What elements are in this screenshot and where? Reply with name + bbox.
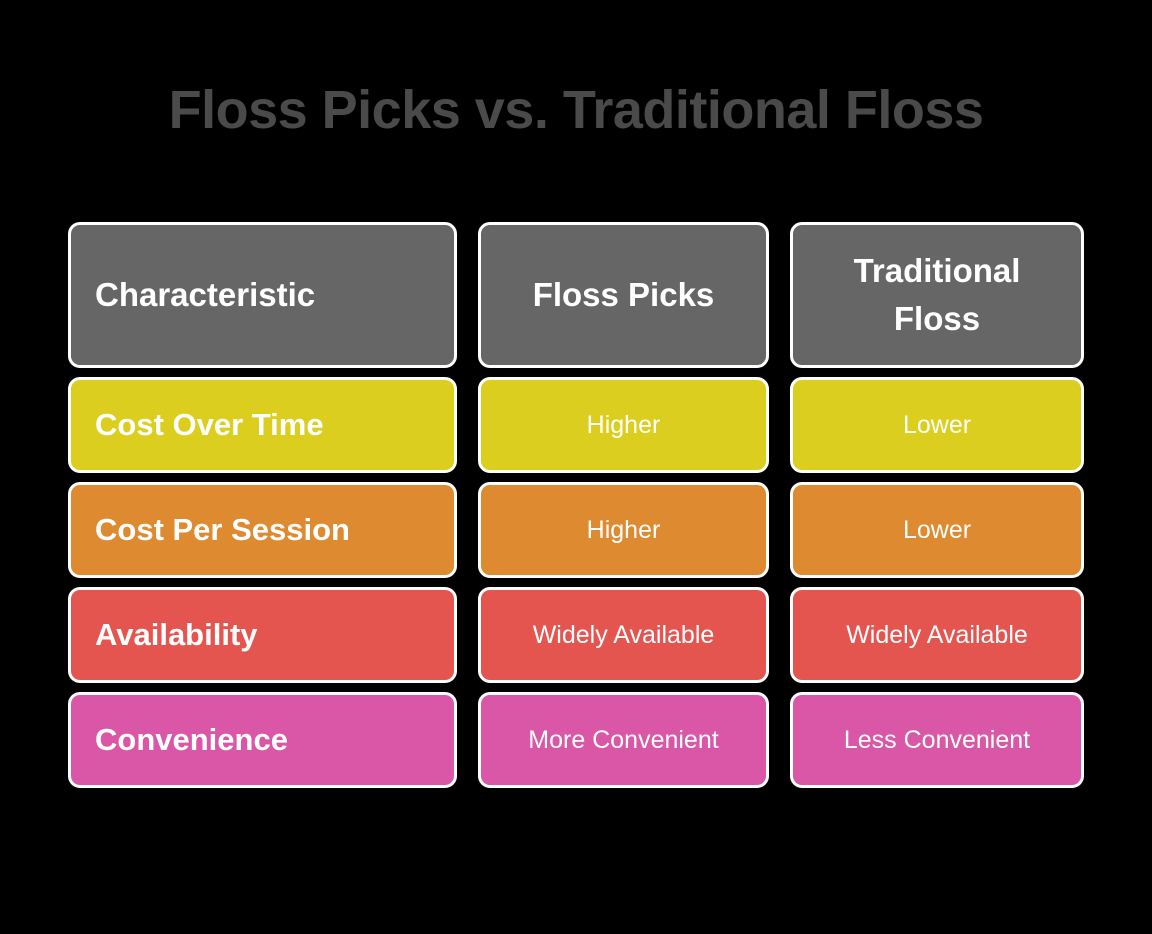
row-value-cell-traditional-floss: Widely Available [790, 587, 1084, 683]
page-title: Floss Picks vs. Traditional Floss [168, 80, 984, 140]
row-value-cell-floss-picks: Higher [478, 482, 769, 578]
row-characteristic-cell: Cost Per Session [68, 482, 457, 578]
header-cell-floss-picks: Floss Picks [478, 222, 769, 368]
table-header-row: Characteristic Floss Picks Traditional F… [68, 222, 1085, 368]
row-characteristic-label: Cost Per Session [95, 512, 350, 547]
table-row: Convenience More Convenient Less Conveni… [68, 692, 1085, 788]
row-value-label-traditional-floss: Lower [902, 516, 972, 544]
row-value-cell-floss-picks: Widely Available [478, 587, 769, 683]
row-characteristic-label: Cost Over Time [95, 407, 324, 442]
comparison-table: Characteristic Floss Picks Traditional F… [68, 222, 1085, 788]
row-characteristic-label: Availability [95, 617, 258, 652]
table-row: Availability Widely Available Widely Ava… [68, 587, 1085, 683]
row-value-label-traditional-floss: Less Convenient [843, 726, 1031, 754]
row-value-label-floss-picks: More Convenient [528, 726, 719, 754]
row-characteristic-cell: Cost Over Time [68, 377, 457, 473]
row-value-label-floss-picks: Widely Available [532, 621, 715, 649]
header-label-characteristic: Characteristic [95, 276, 316, 313]
row-value-label-traditional-floss: Lower [902, 411, 972, 439]
row-value-cell-traditional-floss: Less Convenient [790, 692, 1084, 788]
header-cell-traditional-floss: Traditional Floss [790, 222, 1084, 368]
header-cell-characteristic: Characteristic [68, 222, 457, 368]
row-value-cell-floss-picks: Higher [478, 377, 769, 473]
row-value-label-floss-picks: Higher [586, 516, 661, 544]
header-label-floss-picks: Floss Picks [532, 276, 715, 313]
row-characteristic-cell: Availability [68, 587, 457, 683]
row-characteristic-label: Convenience [95, 722, 288, 757]
row-value-cell-traditional-floss: Lower [790, 377, 1084, 473]
row-value-cell-traditional-floss: Lower [790, 482, 1084, 578]
table-row: Cost Over Time Higher Lower [68, 377, 1085, 473]
row-value-label-traditional-floss: Widely Available [846, 621, 1028, 649]
header-label-traditional-floss: Traditional Floss [853, 252, 1021, 337]
row-value-cell-floss-picks: More Convenient [478, 692, 769, 788]
table-row: Cost Per Session Higher Lower [68, 482, 1085, 578]
row-value-label-floss-picks: Higher [586, 411, 661, 439]
row-characteristic-cell: Convenience [68, 692, 457, 788]
